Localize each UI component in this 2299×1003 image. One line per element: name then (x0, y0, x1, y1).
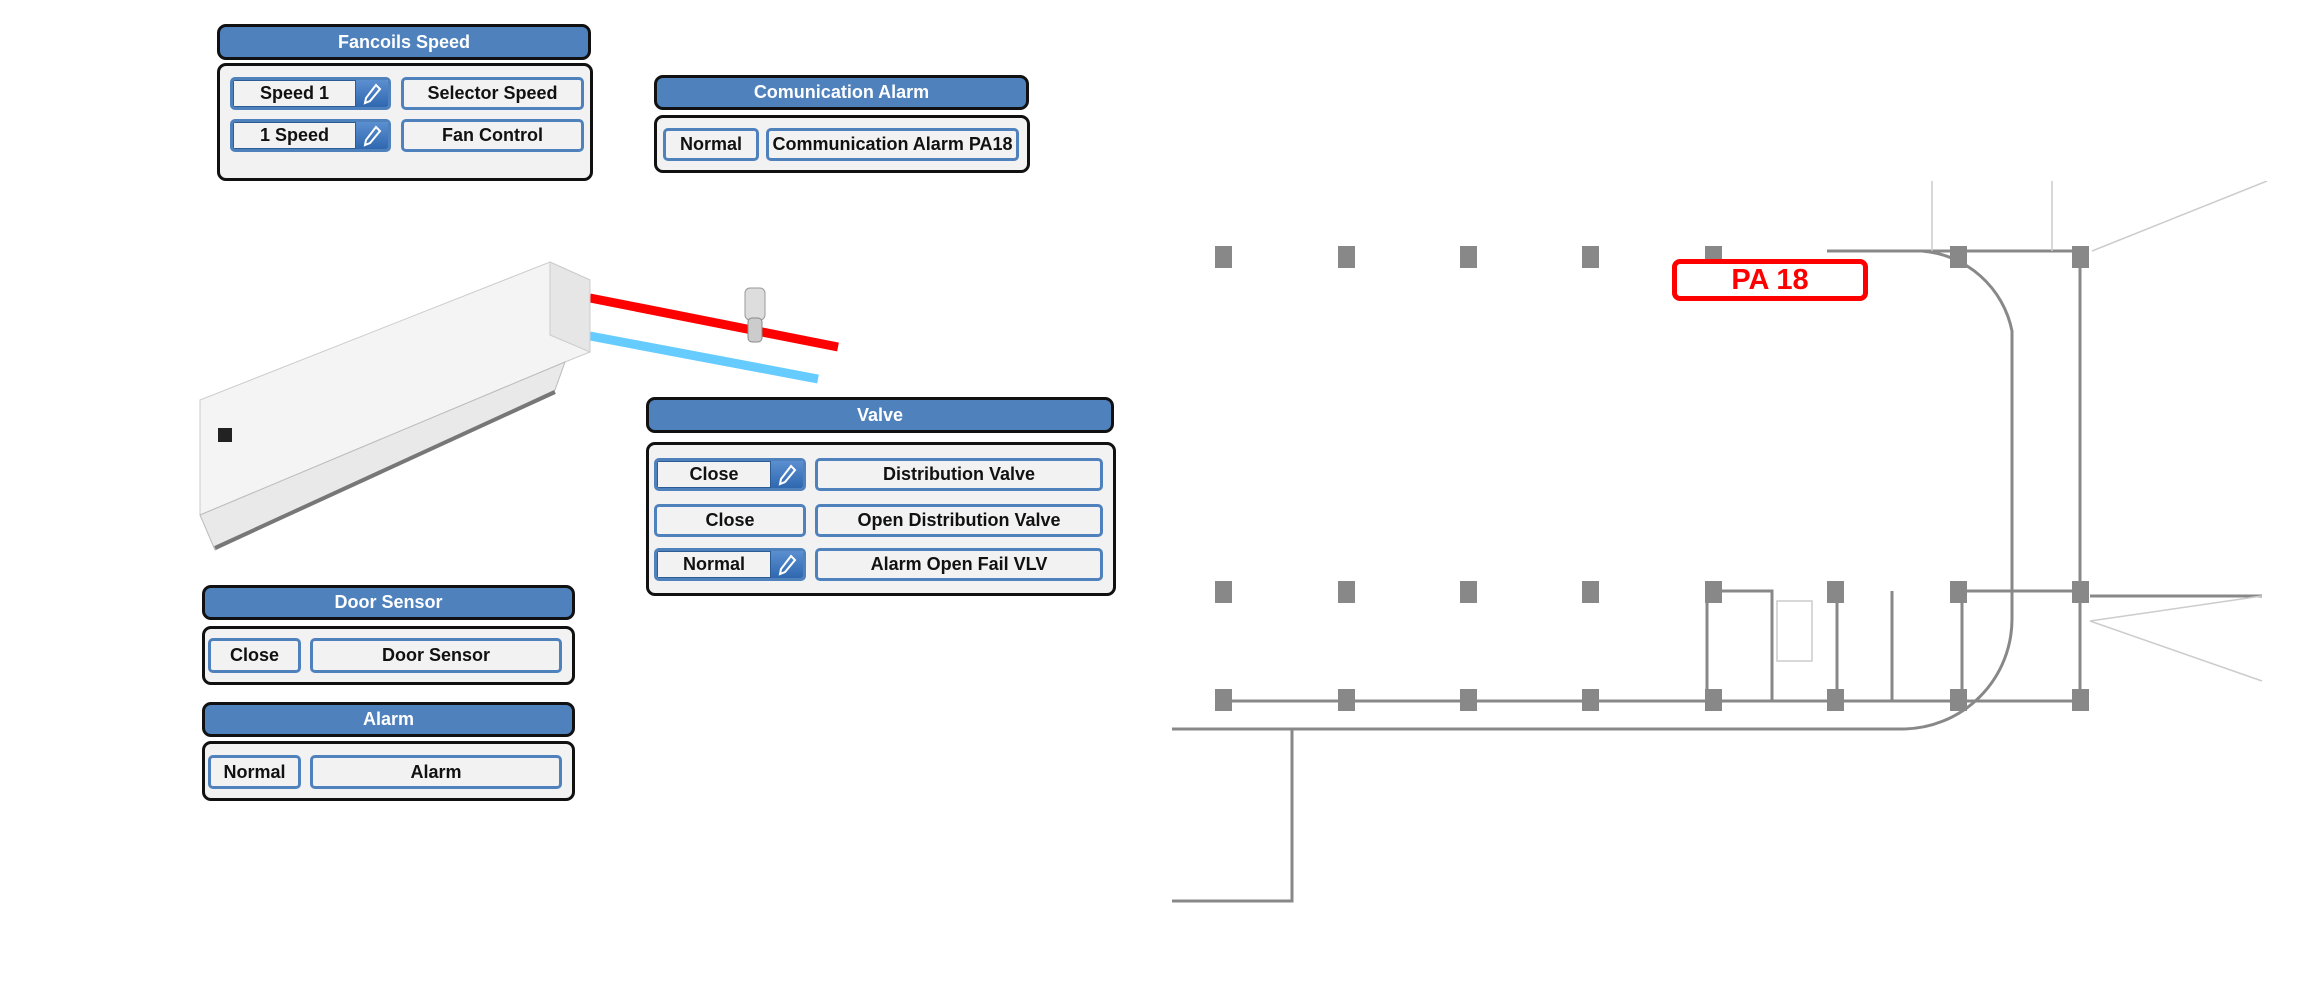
door-sensor-header: Door Sensor (202, 585, 575, 620)
edit-pencil-icon[interactable] (771, 551, 803, 578)
door-sensor-title: Door Sensor (334, 592, 443, 612)
door-sensor-label-button[interactable]: Door Sensor (310, 638, 562, 673)
alarm-open-fail-label-button[interactable]: Alarm Open Fail VLV (815, 548, 1103, 581)
open-distribution-valve-label-button[interactable]: Open Distribution Valve (815, 504, 1103, 537)
fancoil-unit-illustration (199, 261, 839, 551)
alarm-value-button[interactable]: Normal (208, 755, 301, 789)
distribution-valve-value: Close (657, 461, 771, 488)
distribution-valve-value-button[interactable]: Close (654, 458, 806, 491)
communication-alarm-label-button[interactable]: Communication Alarm PA18 (766, 128, 1019, 161)
alarm-open-fail-value: Normal (657, 551, 771, 578)
speed-selector-value: Speed 1 (233, 80, 356, 107)
edit-pencil-icon[interactable] (771, 461, 803, 488)
fan-control-value: 1 Speed (233, 122, 356, 149)
alarm-header: Alarm (202, 702, 575, 737)
fancoils-speed-title: Fancoils Speed (337, 31, 471, 52)
fan-control-label-button[interactable]: Fan Control (401, 119, 584, 152)
communication-alarm-header: Comunication Alarm (654, 75, 1029, 110)
speed-selector-value-button[interactable]: Speed 1 (230, 77, 391, 110)
distribution-valve-label-button[interactable]: Distribution Valve (815, 458, 1103, 491)
selector-speed-label-button[interactable]: Selector Speed (401, 77, 584, 110)
cold-water-pipe (589, 331, 819, 384)
hot-water-pipe (589, 293, 839, 352)
alarm-title: Alarm (362, 709, 415, 729)
fan-control-value-button[interactable]: 1 Speed (230, 119, 391, 152)
edit-pencil-icon[interactable] (356, 122, 388, 149)
door-sensor-value-button[interactable]: Close (208, 638, 301, 673)
alarm-open-fail-value-button[interactable]: Normal (654, 548, 806, 581)
open-distribution-valve-value-button[interactable]: Close (654, 504, 806, 537)
communication-alarm-value-button[interactable]: Normal (663, 128, 759, 161)
floor-plan-columns (1215, 246, 2089, 711)
alarm-label-button[interactable]: Alarm (310, 755, 562, 789)
edit-pencil-icon[interactable] (356, 80, 388, 107)
zone-pa18-label[interactable]: PA 18 (1672, 259, 1868, 301)
communication-alarm-title: Comunication Alarm (753, 82, 930, 102)
fancoils-speed-header: Fancoils Speed (217, 24, 591, 60)
valve-actuator-icon (744, 287, 766, 343)
valve-header: Valve (646, 397, 1114, 433)
valve-title: Valve (856, 404, 904, 425)
